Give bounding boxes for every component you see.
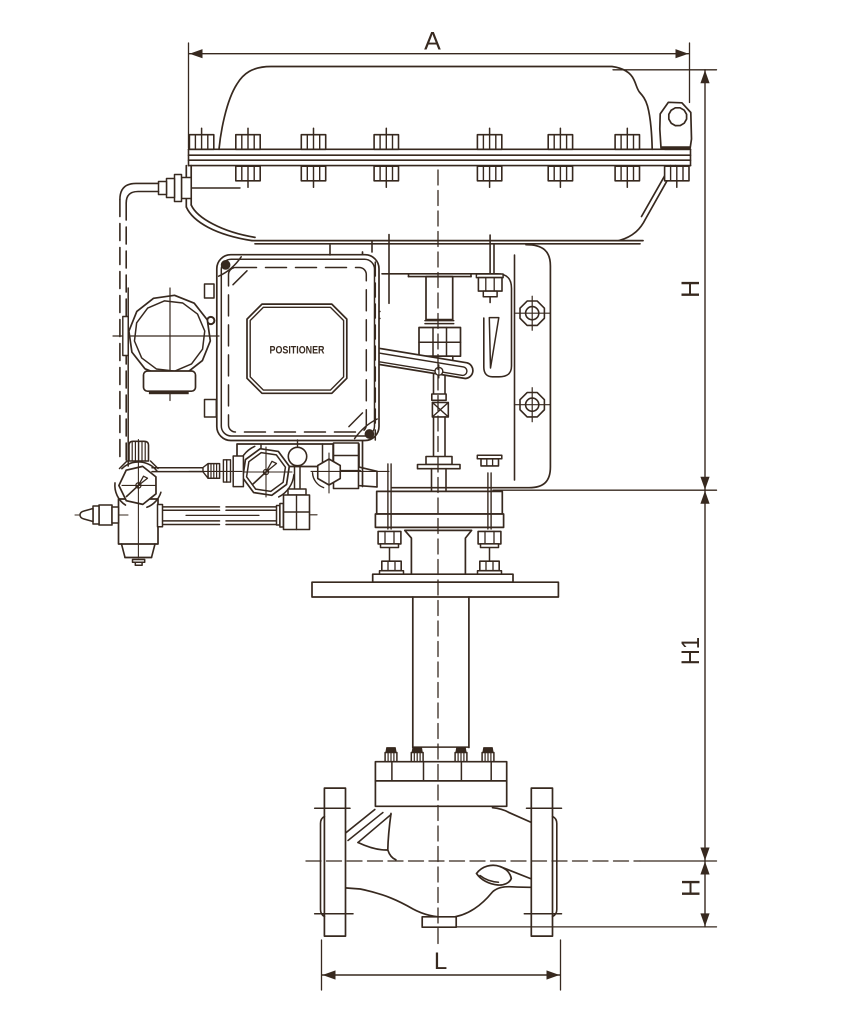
svg-text:H: H (677, 280, 705, 298)
svg-text:A: A (424, 28, 441, 56)
svg-text:H: H (677, 879, 705, 897)
svg-text:POSITIONER: POSITIONER (270, 345, 325, 357)
svg-text:L: L (434, 948, 447, 975)
svg-text:H1: H1 (677, 637, 705, 665)
